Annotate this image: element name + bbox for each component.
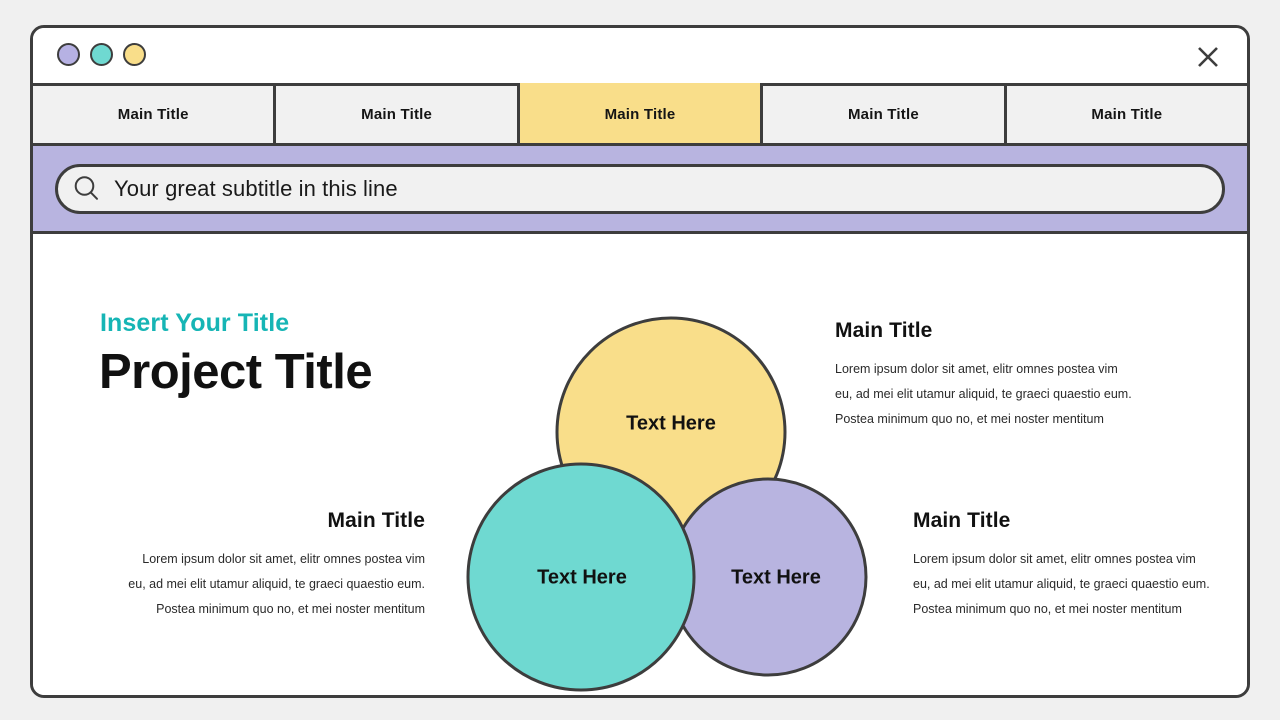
tab-label: Main Title bbox=[1091, 106, 1163, 123]
tab-label: Main Title bbox=[604, 106, 676, 123]
window-controls bbox=[57, 43, 146, 66]
text-block-bottom-right: Main Title Lorem ipsum dolor sit amet, e… bbox=[913, 509, 1213, 622]
tab-4[interactable]: Main Title bbox=[763, 86, 1004, 143]
search-band: Your great subtitle in this line bbox=[33, 143, 1247, 234]
title-bar bbox=[33, 28, 1247, 86]
page-eyebrow: Insert Your Title bbox=[100, 309, 290, 337]
slide-content: Insert Your Title Project Title Text Her… bbox=[33, 234, 1247, 695]
block-line: Postea minimum quo no, et mei noster men… bbox=[913, 602, 1182, 616]
tab-5[interactable]: Main Title bbox=[1006, 86, 1247, 143]
tab-strip: Main Title Main Title Main Title Main Ti… bbox=[33, 83, 1247, 143]
close-icon[interactable] bbox=[1191, 40, 1225, 74]
tab-label: Main Title bbox=[361, 106, 433, 123]
app-window: Main Title Main Title Main Title Main Ti… bbox=[30, 25, 1250, 698]
block-body: Lorem ipsum dolor sit amet, elitr omnes … bbox=[835, 357, 1135, 432]
block-line: Lorem ipsum dolor sit amet, elitr omnes … bbox=[142, 552, 425, 566]
block-line: eu, ad mei elit utamur aliquid, te graec… bbox=[835, 387, 1132, 401]
venn-label-purple: Text Here bbox=[731, 566, 821, 588]
venn-label-teal: Text Here bbox=[537, 566, 627, 588]
block-title: Main Title bbox=[835, 319, 933, 342]
search-value: Your great subtitle in this line bbox=[114, 176, 398, 201]
block-line: Postea minimum quo no, et mei noster men… bbox=[156, 602, 425, 616]
block-line: eu, ad mei elit utamur aliquid, te graec… bbox=[128, 577, 425, 591]
tab-1[interactable]: Main Title bbox=[33, 86, 274, 143]
traffic-light-teal[interactable] bbox=[90, 43, 113, 66]
tab-label: Main Title bbox=[117, 106, 189, 123]
traffic-light-purple[interactable] bbox=[57, 43, 80, 66]
text-block-bottom-left: Main Title Lorem ipsum dolor sit amet, e… bbox=[125, 509, 425, 622]
venn-circle-teal bbox=[466, 462, 696, 692]
search-icon bbox=[72, 174, 102, 204]
block-body: Lorem ipsum dolor sit amet, elitr omnes … bbox=[913, 547, 1213, 622]
tab-3-active[interactable]: Main Title bbox=[519, 83, 761, 143]
traffic-light-yellow[interactable] bbox=[123, 43, 146, 66]
venn-label-yellow: Text Here bbox=[626, 412, 716, 434]
block-body: Lorem ipsum dolor sit amet, elitr omnes … bbox=[125, 547, 425, 622]
venn-diagram: Text Here Text Here Text Here bbox=[433, 294, 883, 694]
search-input[interactable]: Your great subtitle in this line bbox=[55, 164, 1225, 214]
block-title: Main Title bbox=[327, 509, 425, 532]
page-title: Project Title bbox=[99, 345, 373, 399]
block-line: Postea minimum quo no, et mei noster men… bbox=[835, 412, 1104, 426]
tab-2[interactable]: Main Title bbox=[276, 86, 517, 143]
block-line: Lorem ipsum dolor sit amet, elitr omnes … bbox=[913, 552, 1196, 566]
tab-label: Main Title bbox=[847, 106, 919, 123]
block-line: eu, ad mei elit utamur aliquid, te graec… bbox=[913, 577, 1210, 591]
block-line: Lorem ipsum dolor sit amet, elitr omnes … bbox=[835, 362, 1118, 376]
block-title: Main Title bbox=[913, 509, 1011, 532]
text-block-top-right: Main Title Lorem ipsum dolor sit amet, e… bbox=[835, 319, 1135, 432]
